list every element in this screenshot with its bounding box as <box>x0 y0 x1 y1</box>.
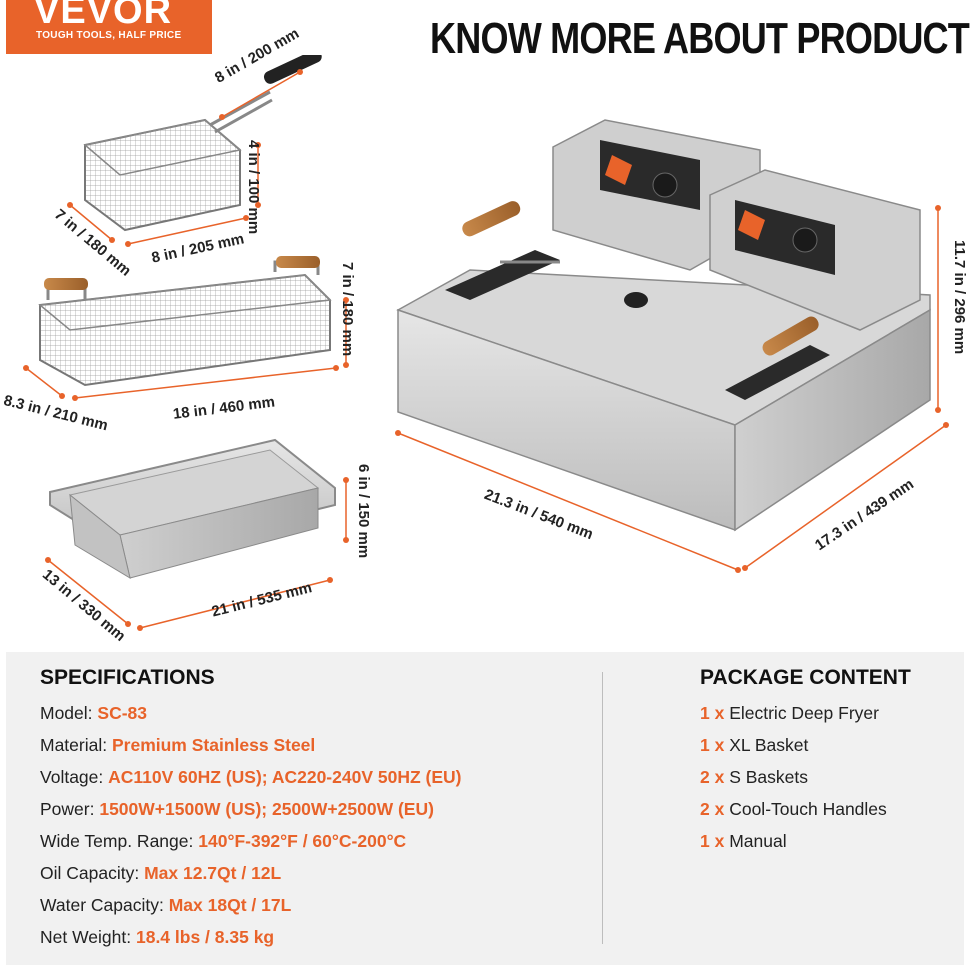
spec-value: Max 18Qt / 17L <box>168 895 292 915</box>
logo-brand-name: VEVOR <box>34 0 173 32</box>
dim-fryer-height: 11.7 in / 296 mm <box>951 240 968 355</box>
spec-label: Voltage: <box>40 767 104 787</box>
package-item: 1 x Manual <box>700 831 787 852</box>
product-illustration <box>23 55 949 631</box>
electric-deep-fryer <box>396 119 931 532</box>
package-item-qty: 1 x <box>700 703 725 723</box>
spec-value: 1500W+1500W (US); 2500W+2500W (EU) <box>99 799 434 819</box>
spec-label: Model: <box>40 703 93 723</box>
spec-label: Oil Capacity: <box>40 863 140 883</box>
spec-row: Water Capacity: Max 18Qt / 17L <box>40 895 291 916</box>
package-item-name: Manual <box>729 831 787 851</box>
package-item: 1 x XL Basket <box>700 735 808 756</box>
spec-value: SC-83 <box>97 703 148 723</box>
dim-small-basket-height: 4 in / 100 mm <box>245 140 262 235</box>
package-item-qty: 2 x <box>700 767 725 787</box>
spec-row: Wide Temp. Range: 140°F-392°F / 60°C-200… <box>40 831 406 852</box>
oil-tank <box>49 438 336 580</box>
logo-tagline: TOUGH TOOLS, HALF PRICE <box>36 30 182 41</box>
spec-value: Premium Stainless Steel <box>111 735 316 755</box>
panel-divider <box>602 672 603 944</box>
vevor-logo: VEVOR TOUGH TOOLS, HALF PRICE <box>6 0 212 54</box>
spec-value: 18.4 lbs / 8.35 kg <box>135 927 275 947</box>
specs-panel <box>6 652 964 965</box>
package-item-qty: 1 x <box>700 831 725 851</box>
spec-label: Wide Temp. Range: <box>40 831 194 851</box>
package-item-name: Electric Deep Fryer <box>729 703 879 723</box>
spec-value: Max 12.7Qt / 12L <box>144 863 282 883</box>
xl-basket <box>38 256 332 387</box>
spec-label: Power: <box>40 799 95 819</box>
package-item-name: S Baskets <box>729 767 808 787</box>
small-basket <box>83 55 322 232</box>
package-item: 2 x S Baskets <box>700 767 808 788</box>
spec-row: Power: 1500W+1500W (US); 2500W+2500W (EU… <box>40 799 434 820</box>
spec-value: AC110V 60HZ (US); AC220-240V 50HZ (EU) <box>108 767 462 787</box>
package-item-name: XL Basket <box>729 735 809 755</box>
spec-label: Water Capacity: <box>40 895 164 915</box>
package-content-title: PACKAGE CONTENT <box>700 666 911 689</box>
specifications-title: SPECIFICATIONS <box>40 666 215 689</box>
package-item: 2 x Cool-Touch Handles <box>700 799 887 820</box>
spec-row: Voltage: AC110V 60HZ (US); AC220-240V 50… <box>40 767 461 788</box>
package-item-name: Cool-Touch Handles <box>729 799 887 819</box>
dim-xl-basket-height: 7 in / 180 mm <box>339 262 356 357</box>
spec-label: Net Weight: <box>40 927 132 947</box>
package-item-qty: 2 x <box>700 799 725 819</box>
package-item-qty: 1 x <box>700 735 725 755</box>
package-item: 1 x Electric Deep Fryer <box>700 703 879 724</box>
spec-row: Oil Capacity: Max 12.7Qt / 12L <box>40 863 281 884</box>
spec-value: 140°F-392°F / 60°C-200°C <box>198 831 407 851</box>
page-headline: KNOW MORE ABOUT PRODUCT <box>430 14 970 63</box>
spec-row: Net Weight: 18.4 lbs / 8.35 kg <box>40 927 274 948</box>
spec-label: Material: <box>40 735 108 755</box>
spec-row: Model: SC-83 <box>40 703 147 724</box>
dim-tank-height: 6 in / 150 mm <box>355 464 372 559</box>
spec-row: Material: Premium Stainless Steel <box>40 735 315 756</box>
